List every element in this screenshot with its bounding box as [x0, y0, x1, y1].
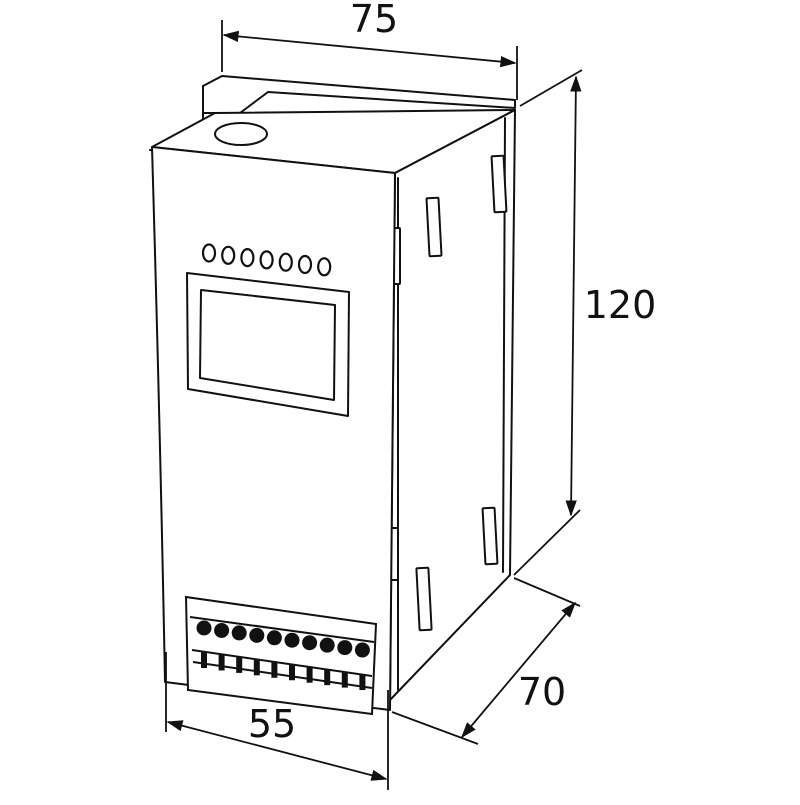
dim-label-75: 75 [350, 0, 398, 41]
indicator-led [297, 254, 313, 275]
terminal-screw [284, 632, 300, 648]
dim-label-70: 70 [518, 670, 566, 714]
terminal-screw [337, 640, 353, 656]
indicator-led [259, 250, 274, 270]
terminal-screw [302, 635, 318, 651]
dim-label-55: 55 [248, 702, 296, 746]
indicator-led [201, 243, 217, 263]
top-mount-clip [202, 75, 516, 114]
terminal-screw [214, 622, 230, 638]
terminal-screw-row [196, 620, 370, 658]
indicator-led [317, 257, 332, 277]
dim-line-55 [166, 720, 388, 781]
terminal-screw [249, 627, 265, 643]
terminal-teeth [201, 652, 366, 691]
indicator-led-row [201, 243, 332, 277]
side-slot [481, 506, 499, 566]
dim-line-75 [222, 30, 517, 68]
indicator-led [240, 248, 255, 268]
indicator-led [221, 245, 236, 265]
terminal-screw [196, 620, 212, 636]
display-screen [199, 289, 336, 401]
terminal-screw [354, 642, 370, 658]
dim-label-120: 120 [584, 283, 657, 327]
terminal-screw [266, 630, 282, 646]
side-slot [415, 566, 433, 632]
terminal-screw [319, 637, 335, 653]
indicator-led [278, 252, 293, 272]
top-cable-hole [214, 122, 268, 146]
dim-line-120 [565, 75, 582, 517]
side-slot [425, 196, 443, 258]
dim-line-70 [460, 601, 577, 739]
terminal-screw [231, 625, 247, 641]
side-slot [490, 154, 508, 214]
